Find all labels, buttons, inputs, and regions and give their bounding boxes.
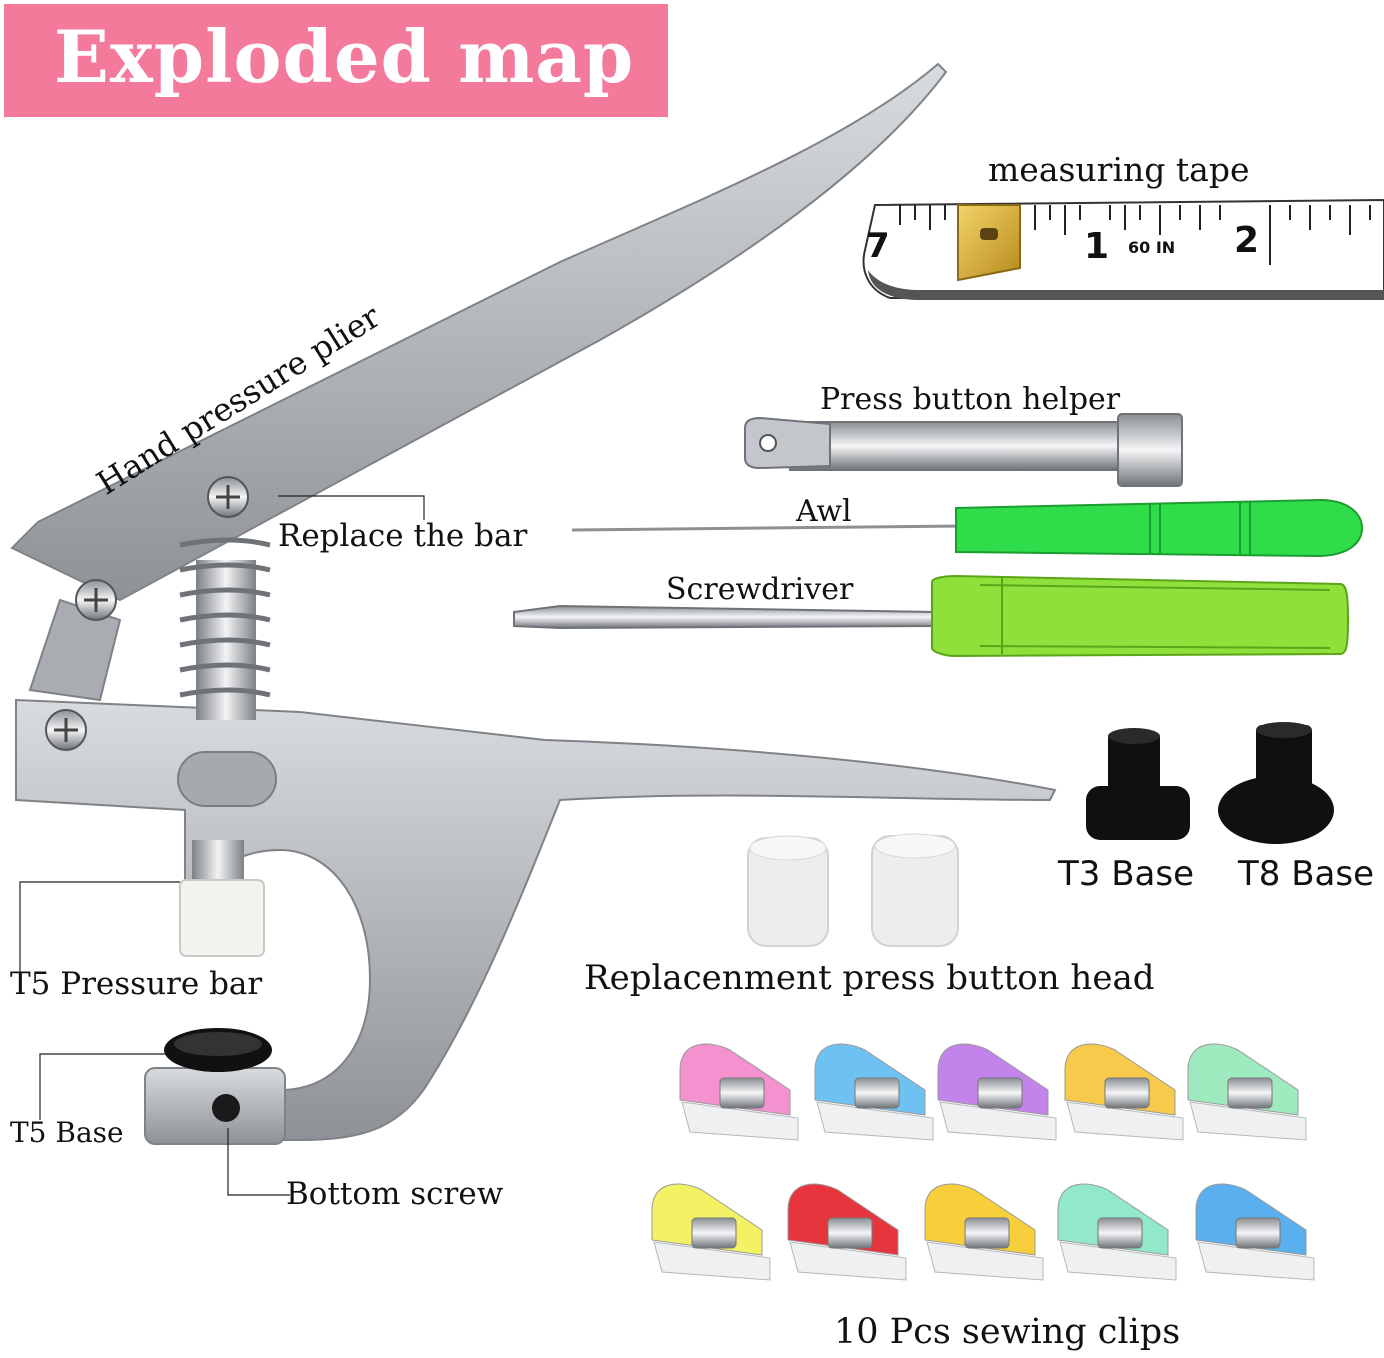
measuring-tape (862, 198, 1384, 300)
bottom-screw-part (212, 1094, 240, 1122)
sewing-clip (1057, 1183, 1177, 1281)
plier-upper-lever (10, 62, 948, 602)
t3-base-part (1086, 728, 1190, 840)
label-press-button-helper: Press button helper (820, 382, 1121, 417)
tape-mark-one: 1 (1084, 226, 1110, 267)
sewing-clip (937, 1043, 1057, 1141)
plier-spring (179, 537, 271, 720)
label-t5-pressure-bar: T5 Pressure bar (10, 966, 263, 1002)
sewing-clip (1195, 1183, 1315, 1281)
sewing-clip (814, 1043, 934, 1141)
plier-body (15, 698, 1057, 1141)
sewing-clip (924, 1183, 1044, 1281)
press-button-helper (744, 413, 1183, 487)
page-title: Exploded map (54, 14, 635, 99)
label-measuring-tape: measuring tape (988, 150, 1250, 189)
awl (571, 498, 1364, 558)
hand-pressure-plier (10, 62, 1057, 1145)
label-screwdriver: Screwdriver (666, 572, 854, 607)
label-awl: Awl (796, 494, 852, 529)
sewing-clip (787, 1183, 907, 1281)
t8-base-part (1218, 722, 1334, 844)
tape-mark-two: 2 (1234, 220, 1260, 261)
sewing-clip (1064, 1043, 1184, 1141)
sewing-clips (651, 1043, 1315, 1281)
label-replace-the-bar: Replace the bar (278, 518, 528, 554)
tape-mark-left: 7 (866, 226, 890, 266)
leader-lines (19, 495, 425, 1196)
label-replacement-press-button-head: Replacenment press button head (584, 958, 1155, 998)
screwdriver (513, 574, 1350, 658)
sewing-clip (1187, 1043, 1307, 1141)
plier-lever-link (28, 598, 122, 702)
sewing-clip (679, 1043, 799, 1141)
sewing-clip (651, 1183, 771, 1281)
replacement-heads (747, 833, 959, 947)
title-banner: Exploded map (4, 4, 668, 117)
tape-mark-size: 60 IN (1128, 238, 1176, 257)
label-sewing-clips: 10 Pcs sewing clips (834, 1312, 1181, 1352)
label-bottom-screw: Bottom screw (286, 1176, 504, 1212)
plier-screws (45, 476, 249, 751)
label-t5-base: T5 Base (10, 1116, 124, 1149)
t5-pressure-bar-part (192, 840, 244, 884)
plier-slot (177, 751, 277, 807)
label-t3-base: T3 Base (1058, 854, 1194, 894)
label-t8-base: T8 Base (1238, 854, 1374, 894)
tape-metal-tip (957, 204, 1021, 282)
